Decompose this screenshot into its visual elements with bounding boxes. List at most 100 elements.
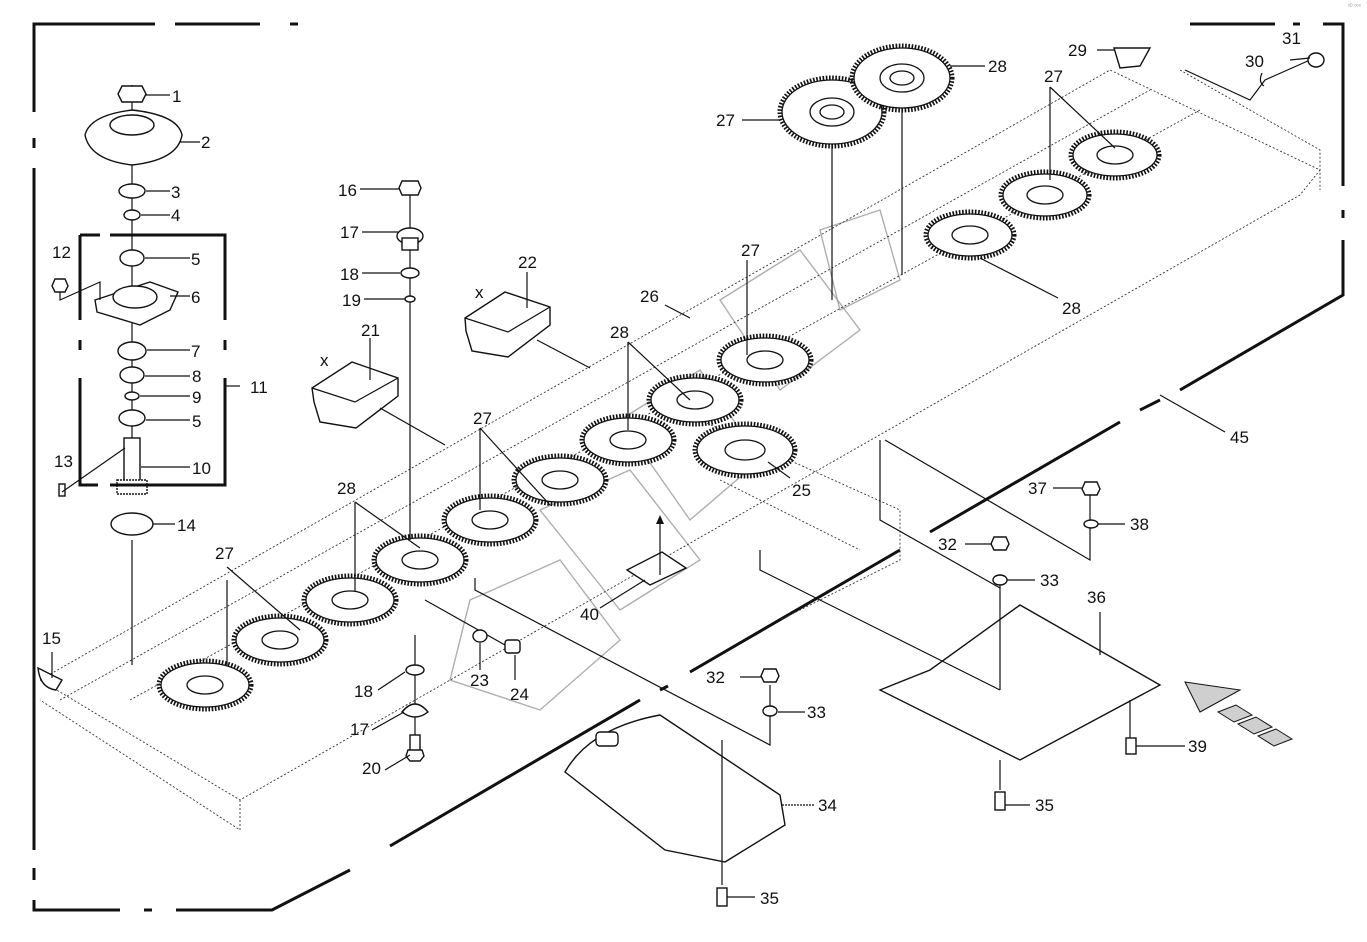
nut-12: [51, 278, 69, 293]
callout-18-lower: 18: [354, 682, 373, 701]
protector-block-21: [311, 361, 446, 446]
washer-4: [123, 209, 141, 221]
callout-14: 14: [177, 516, 196, 535]
callout-36: 36: [1087, 588, 1106, 607]
gear: [923, 209, 1017, 261]
callout-22-x: x: [475, 283, 484, 302]
callout-26: 26: [640, 287, 659, 306]
corner-mark: ᵒᴰ ᵒᵒᵒ: [1347, 4, 1361, 10]
protector-block-22: [464, 291, 591, 369]
bolt-stack-18-17-20: [401, 635, 429, 762]
bolt-39: [1125, 737, 1137, 755]
callout-17-upper: 17: [340, 223, 359, 242]
callout-5-lower: 5: [192, 412, 201, 431]
callout-16: 16: [338, 181, 357, 200]
callout-28-c: 28: [988, 57, 1007, 76]
bolt-35-lower: [716, 887, 728, 907]
plug-31: [1307, 52, 1325, 68]
callout-27-d: 27: [716, 111, 735, 130]
gear: [579, 413, 677, 467]
bearing-5-lower: [118, 409, 146, 427]
direction-arrow-icon: [1184, 681, 1294, 747]
nut-32-lower: [760, 668, 780, 683]
callout-27-a: 27: [215, 544, 234, 563]
callout-27-c: 27: [741, 241, 760, 260]
gear-train: [156, 129, 1162, 712]
callout-19: 19: [342, 291, 361, 310]
callout-9: 9: [192, 388, 201, 407]
callout-labels: 1 2 3 4 5 6 7 8 9 5 10 11 12 13 14 15 16…: [42, 29, 1301, 908]
gear: [231, 613, 329, 667]
gear: [716, 333, 814, 387]
callout-17-lower: 17: [350, 720, 369, 739]
callout-34: 34: [818, 796, 837, 815]
drive-stack: [51, 85, 183, 665]
end-cap-29: [1113, 47, 1152, 69]
callout-29: 29: [1068, 41, 1087, 60]
callout-31: 31: [1282, 29, 1301, 48]
callout-7: 7: [191, 342, 200, 361]
callout-25: 25: [792, 481, 811, 500]
gear: [646, 373, 744, 427]
skid-plate-36: [878, 604, 1162, 761]
arrow-up-icon: [656, 515, 664, 524]
end-skid-15: [37, 666, 63, 691]
callout-11: 11: [250, 378, 268, 397]
skid-shoe-34: [564, 714, 786, 863]
callout-10: 10: [192, 459, 211, 478]
callout-28-d: 28: [1062, 299, 1081, 318]
callout-39: 39: [1188, 737, 1207, 756]
callout-33-upper: 33: [1040, 571, 1059, 590]
washer-33-upper: [992, 574, 1008, 586]
callout-20: 20: [362, 759, 381, 778]
callout-45: 45: [1230, 428, 1249, 447]
group-11-bracket: [78, 233, 227, 487]
callout-32-lower: 32: [706, 668, 725, 687]
callout-15: 15: [42, 629, 61, 648]
assembly-frame: [32, 22, 1345, 912]
callout-21: 21: [361, 321, 380, 340]
callout-22: 22: [518, 253, 537, 272]
exploded-gear-28: [849, 43, 955, 113]
callout-35-lower: 35: [760, 889, 779, 908]
callout-33-lower: 33: [807, 703, 826, 722]
callout-12: 12: [52, 243, 71, 262]
callout-1: 1: [172, 87, 181, 106]
callout-2: 2: [201, 133, 210, 152]
callout-3: 3: [171, 183, 180, 202]
flange-housing-2: [84, 109, 183, 166]
callout-18-upper: 18: [340, 265, 359, 284]
washer-33-lower: [762, 705, 778, 717]
callout-21-x: x: [320, 351, 329, 370]
o-ring-14: [110, 512, 154, 536]
nut-32-upper: [990, 536, 1010, 551]
callout-38: 38: [1130, 515, 1149, 534]
callout-28-b: 28: [610, 323, 629, 342]
bolt-35-right: [994, 791, 1006, 811]
gear: [441, 493, 539, 547]
callout-6: 6: [191, 288, 200, 307]
callout-30: 30: [1245, 52, 1264, 71]
gear: [1068, 129, 1162, 181]
bearing-8: [119, 366, 145, 384]
callout-24: 24: [510, 685, 529, 704]
spacer-7: [117, 341, 147, 361]
gear: [156, 658, 254, 712]
washer-38: [1083, 519, 1099, 529]
bearing-5-upper: [119, 249, 145, 267]
seal-ring-3: [118, 183, 146, 199]
cutter-bar-body: [39, 69, 1321, 831]
gear: [371, 533, 469, 587]
bolt-stack-16-19: [396, 180, 424, 540]
callout-13: 13: [54, 452, 73, 471]
gear-25: [692, 421, 798, 479]
pinion-shaft-10: [123, 437, 141, 487]
callout-5-upper: 5: [191, 250, 200, 269]
callout-27-e: 27: [1044, 67, 1063, 86]
leader-lines: [51, 49, 1311, 898]
callout-35-right: 35: [1035, 796, 1054, 815]
callout-23: 23: [470, 671, 489, 690]
callout-4: 4: [171, 206, 180, 225]
